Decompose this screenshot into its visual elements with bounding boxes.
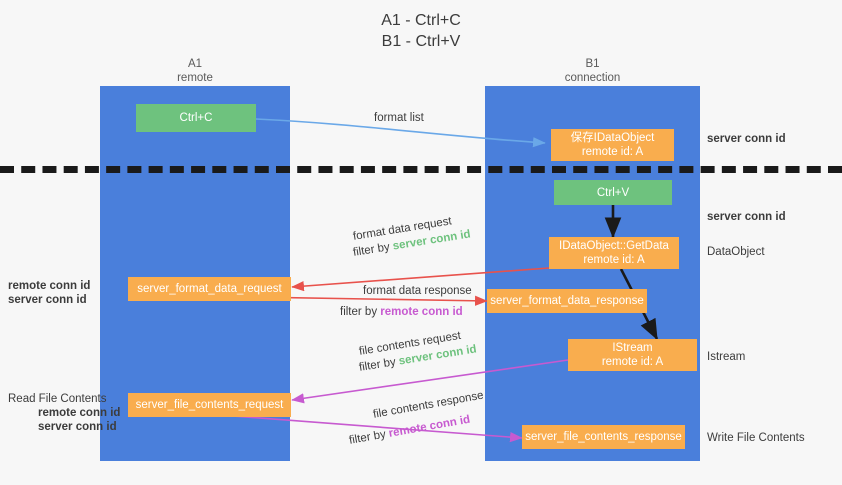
edge-label-format-data-response-filter: filter by remote conn id <box>340 305 463 319</box>
node-getdata-line1: IDataObject::GetData <box>559 240 669 252</box>
page-title: A1 - Ctrl+C B1 - Ctrl+V <box>0 10 842 52</box>
node-ctrl-v[interactable]: Ctrl+V <box>554 180 672 205</box>
node-server-file-contents-request[interactable]: server_file_contents_request <box>128 393 291 417</box>
node-getdata-line2: remote id: A <box>583 254 645 266</box>
node-ctrl-c[interactable]: Ctrl+C <box>136 104 256 132</box>
node-server-file-contents-response-label: server_file_contents_response <box>525 431 682 443</box>
lane-header-a1-name: A1 <box>187 58 203 70</box>
annotation-server-conn-id-3: server conn id <box>8 294 87 306</box>
node-server-file-contents-request-label: server_file_contents_request <box>135 399 284 411</box>
annotation-server-conn-id-2: server conn id <box>707 211 786 223</box>
node-server-format-data-request[interactable]: server_format_data_request <box>128 277 291 301</box>
edge-label-format-list: format list <box>374 112 424 124</box>
lane-header-b1: B1 connection <box>485 57 700 85</box>
edge-label-file-contents-request: file contents request filter by server c… <box>358 330 477 375</box>
annotation-server-conn-id-1: server conn id <box>707 133 786 145</box>
lane-header-b1-sub: connection <box>564 72 621 84</box>
lane-header-b1-name: B1 <box>585 58 600 70</box>
node-server-format-data-request-label: server_format_data_request <box>137 283 282 295</box>
annotation-group-conn-ids-1: remote conn id server conn id <box>8 279 90 307</box>
title-line-1: A1 - Ctrl+C <box>381 12 461 29</box>
annotation-remote-conn-id-1: remote conn id <box>8 280 91 292</box>
annotation-istream: Istream <box>707 351 746 363</box>
edge-label-format-data-response: format data response <box>363 285 472 297</box>
node-save-idataobject[interactable]: 保存IDataObject remote id: A <box>551 129 674 161</box>
arrow-file-contents-request <box>291 359 569 404</box>
node-istream[interactable]: IStream remote id: A <box>568 339 697 371</box>
dashed-divider <box>0 166 842 173</box>
node-istream-line1: IStream <box>612 342 653 354</box>
annotation-write-file-contents: Write File Contents <box>707 432 805 444</box>
node-ctrl-v-label: Ctrl+V <box>596 186 630 199</box>
filter-prefix: filter by <box>340 306 381 318</box>
annotation-dataobject: DataObject <box>707 246 765 258</box>
arrow-format-data-request <box>291 267 550 292</box>
edge-label-format-data-request: format data request filter by server con… <box>352 215 471 260</box>
node-getdata[interactable]: IDataObject::GetData remote id: A <box>549 237 679 269</box>
node-istream-line2: remote id: A <box>601 356 664 368</box>
title-line-2: B1 - Ctrl+V <box>381 33 461 50</box>
edge-label-file-contents-response-filter: filter by remote conn id <box>348 414 471 448</box>
node-ctrl-c-label: Ctrl+C <box>179 112 213 124</box>
filter-prefix: filter by <box>352 240 394 259</box>
lane-header-a1-sub: remote <box>177 72 213 84</box>
annotation-group-read-file-contents: Read File Contents remote conn id server… <box>8 392 120 434</box>
arrow-format-list <box>255 118 546 148</box>
annotation-read-file-contents: Read File Contents <box>8 393 107 405</box>
node-server-file-contents-response[interactable]: server_file_contents_response <box>522 425 685 449</box>
node-server-format-data-response-label: server_format_data_response <box>490 295 644 307</box>
annotation-server-conn-id-4: server conn id <box>38 421 117 433</box>
node-server-format-data-response[interactable]: server_format_data_response <box>487 289 647 313</box>
filter-key-remote-conn-id: remote conn id <box>380 306 463 318</box>
node-save-idataobject-line2: remote id: A <box>581 146 644 158</box>
lane-header-a1: A1 remote <box>100 57 290 85</box>
filter-prefix: filter by <box>358 355 400 374</box>
annotation-remote-conn-id-2: remote conn id <box>38 407 121 419</box>
node-save-idataobject-line1: 保存IDataObject <box>570 132 655 144</box>
